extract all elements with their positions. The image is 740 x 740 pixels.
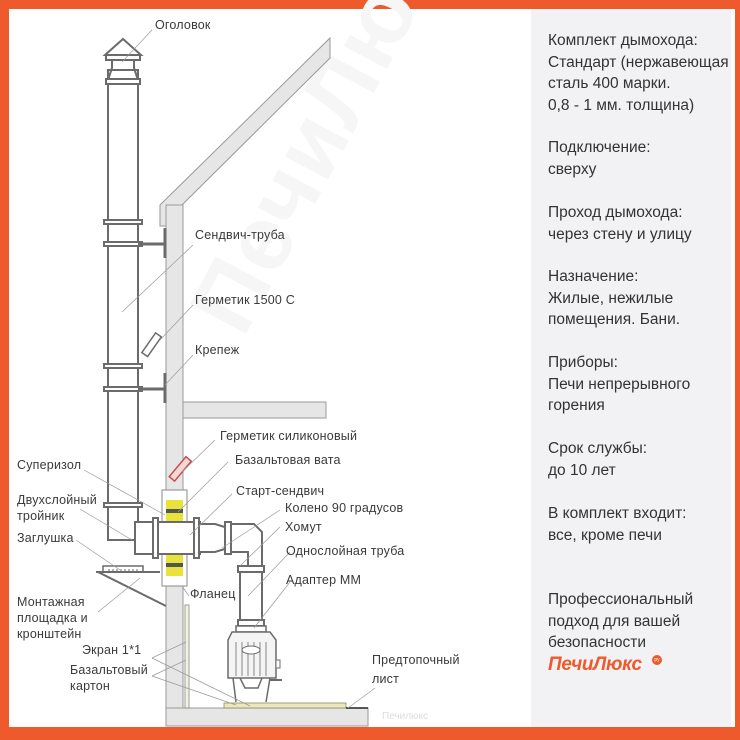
label-platform: Монтажная площадка и кронштейн: [17, 594, 88, 642]
label-tee-line2: тройник: [17, 509, 65, 523]
info-kit-line: сталь 400 марки.: [548, 75, 671, 92]
label-platform-line1: Монтажная: [17, 595, 85, 609]
brand-logo: ПечиЛюкс: [548, 654, 642, 675]
info-connection-line: сверху: [548, 160, 597, 178]
label-plug: Заглушка: [17, 531, 74, 545]
floor: [165, 707, 369, 727]
label-superizol: Суперизол: [17, 458, 82, 472]
label-platform-line2: площадка и: [17, 611, 88, 625]
info-purpose-title: Назначение:: [548, 268, 639, 285]
label-screen: Экран 1*1: [82, 643, 142, 657]
info-kit-line: Стандарт (нержавеющая: [548, 53, 729, 71]
ceiling-slab: [182, 401, 327, 419]
label-flange: Фланец: [190, 587, 236, 601]
wall-bracket: [138, 228, 167, 403]
info-kit-title: Комплект дымохода:: [548, 32, 698, 49]
info-included: В комплект входит: все, кроме печи: [548, 503, 687, 546]
label-basalt-board-line2: картон: [70, 679, 111, 693]
label-basalt-board-line1: Базальтовый: [70, 663, 148, 677]
slogan-line: подход для вашей: [548, 612, 681, 630]
info-sidebar: [531, 9, 731, 727]
label-sandwich-pipe: Сендвич-труба: [195, 228, 285, 242]
label-sealant-silicone: Герметик силиконовый: [220, 429, 358, 443]
info-included-line: все, кроме печи: [548, 526, 662, 544]
info-connection: Подключение: сверху: [548, 137, 651, 180]
slogan-line: Профессиональный: [548, 591, 694, 608]
slogan-line: безопасности: [548, 634, 646, 651]
info-devices-line: Печи непрерывного: [548, 375, 691, 393]
roof: [159, 36, 331, 227]
slogan: Профессиональный подход для вашей безопа…: [548, 589, 693, 654]
info-connection-title: Подключение:: [548, 139, 651, 156]
label-pre-furnace: Предтопочный лист: [372, 651, 460, 689]
info-service-life-title: Срок службы:: [548, 440, 648, 457]
label-pre-furnace-line2: лист: [372, 672, 400, 686]
info-devices-title: Приборы:: [548, 354, 618, 371]
label-basalt-wool: Базальтовая вата: [235, 453, 341, 467]
mounting-platform: [96, 565, 167, 607]
info-included-title: В комплект входит:: [548, 505, 687, 522]
label-ogolovok: Оголовок: [155, 18, 211, 32]
info-kit: Комплект дымохода: Стандарт (нержавеющая…: [548, 30, 729, 116]
horizontal-pipe: [152, 517, 265, 627]
info-purpose: Назначение: Жилые, нежилые помещения. Ба…: [548, 266, 680, 331]
label-tee-line1: Двухслойный: [17, 493, 97, 507]
info-service-life: Срок службы: до 10 лет: [548, 438, 647, 481]
leader-lines: [75, 29, 376, 709]
pre-furnace-sheet: [223, 702, 347, 709]
sandwich-pipe: [102, 37, 144, 541]
wall: [165, 204, 184, 711]
label-tee: Двухслойный тройник: [17, 492, 97, 524]
info-service-life-line: до 10 лет: [548, 461, 616, 479]
label-elbow-90: Колено 90 градусов: [285, 501, 404, 515]
label-pre-furnace-line1: Предтопочный: [372, 653, 460, 667]
info-passage-line: через стену и улицу: [548, 225, 692, 243]
label-clamp: Хомут: [285, 520, 322, 534]
info-purpose-line: помещения. Бани.: [548, 311, 681, 328]
label-single-pipe: Однослойная труба: [286, 544, 405, 558]
brand-badge: ру: [652, 655, 662, 665]
heat-screen: [184, 604, 190, 709]
label-platform-line3: кронштейн: [17, 627, 82, 641]
watermark-small: Печилюкс: [382, 711, 429, 722]
label-basalt-board: Базальтовый картон: [70, 662, 148, 694]
info-passage: Проход дымохода: через стену и улицу: [548, 202, 692, 245]
label-start-sandwich: Старт-сендвич: [236, 484, 325, 498]
label-fastener: Крепеж: [195, 343, 240, 357]
info-devices: Приборы: Печи непрерывного горения: [548, 352, 690, 417]
label-sealant-1500: Герметик 1500 С: [195, 293, 295, 307]
info-purpose-line: Жилые, нежилые: [548, 289, 674, 307]
label-adapter-mm: Адаптер ММ: [286, 573, 362, 587]
info-passage-title: Проход дымохода:: [548, 204, 683, 221]
sealant-tube-1500: [140, 331, 163, 358]
info-kit-line: 0,8 - 1 мм. толщина): [548, 96, 695, 114]
stove: [227, 625, 282, 703]
info-devices-line: горения: [548, 397, 605, 414]
